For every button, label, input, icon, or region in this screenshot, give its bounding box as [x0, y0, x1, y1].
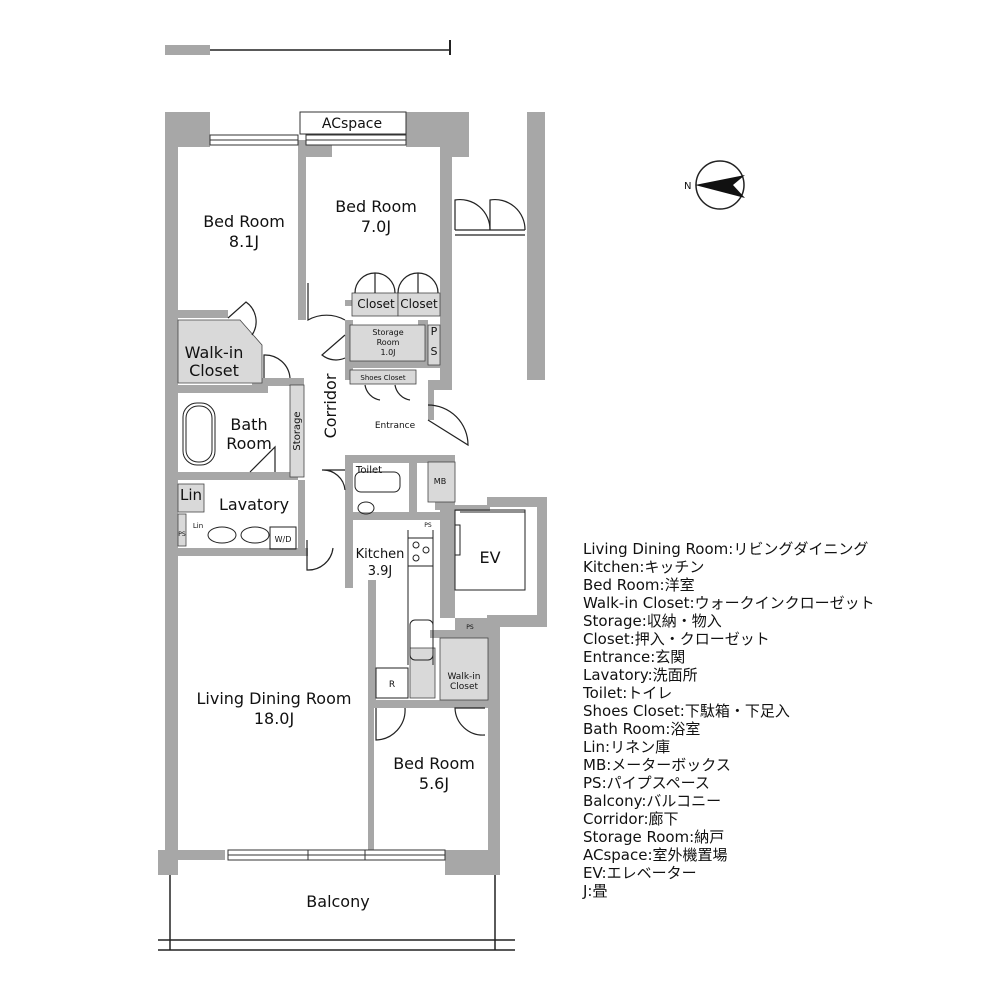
windows: [209, 111, 446, 861]
legend-item: Walk-in Closet:ウォークインクローゼット: [583, 594, 875, 612]
north-compass-icon: N: [684, 160, 745, 210]
walkin-closet-small-line1: Walk-in: [447, 672, 480, 682]
bedroom-2-name: Bed Room: [335, 197, 417, 216]
legend-item: Closet:押入・クローゼット: [583, 630, 770, 648]
kitchen-size: 3.9J: [368, 564, 393, 579]
elevator-label: EV: [479, 548, 500, 567]
fridge-fixture: [375, 667, 409, 699]
bedroom-1-name: Bed Room: [203, 212, 285, 231]
washer-dryer-label: W/D: [275, 535, 292, 544]
walkin-closet-line1: Walk-in: [185, 343, 244, 362]
legend-item: Living Dining Room:リビングダイニング: [583, 540, 869, 558]
kitchen-name: Kitchen: [356, 547, 405, 562]
stove: [407, 537, 434, 567]
balcony-outline: [158, 875, 515, 951]
top-wall-strip: [165, 40, 451, 55]
fridge-label: R: [389, 680, 395, 690]
entrance-label: Entrance: [375, 421, 416, 431]
closet-2-label: Closet: [400, 297, 438, 311]
legend-item: Storage Room:納戸: [583, 828, 725, 846]
exterior-walls: [158, 112, 547, 875]
ldk-name: Living Dining Room: [197, 689, 352, 708]
legend-item: ACspace:室外機置場: [583, 846, 728, 864]
corridor-label: Corridor: [321, 373, 340, 438]
legend-item: Lin:リネン庫: [583, 738, 671, 756]
door-swings: [227, 198, 526, 741]
legend-item: Shoes Closet:下駄箱・下足入: [583, 702, 790, 720]
legend-item: Toilet:トイレ: [583, 684, 673, 702]
pipe-space-2-label: PS: [466, 624, 474, 631]
legend-item: J:畳: [583, 882, 608, 900]
legend-item: Bath Room:浴室: [583, 720, 701, 738]
walkin-closet-small-line2: Closet: [450, 682, 479, 692]
pipe-space-1-label: PS: [424, 522, 432, 529]
bathtub: [182, 402, 216, 466]
lavatory-label: Lavatory: [219, 495, 289, 514]
meter-box-label: MB: [434, 477, 446, 486]
shaded-zones: [177, 292, 489, 701]
bedroom-3-size: 5.6J: [419, 774, 449, 793]
legend-item: Bed Room:洋室: [583, 576, 695, 594]
storage-room-line1: Storage: [372, 328, 403, 337]
wash-basin: [207, 526, 237, 544]
linen-small-label: Lin: [193, 522, 203, 530]
legend-item: Balcony:バルコニー: [583, 792, 722, 810]
bedroom-3-name: Bed Room: [393, 754, 475, 773]
walkin-closet-line2: Closet: [189, 361, 239, 380]
storage-room-size: 1.0J: [380, 348, 395, 357]
ldk-size: 18.0J: [254, 709, 294, 728]
legend-item: Entrance:玄関: [583, 648, 686, 666]
legend-item: Corridor:廊下: [583, 810, 679, 828]
toilet-fixture: [354, 471, 401, 493]
bath-room-line1: Bath: [230, 415, 267, 434]
storage-vertical-label: Storage: [292, 411, 303, 450]
linen-label: Lin: [180, 486, 202, 504]
shoes-closet-label: Shoes Closet: [360, 374, 405, 382]
closet-1-label: Closet: [357, 297, 395, 311]
pipe-space-vertical-p: P: [431, 325, 438, 338]
bedroom-1-size: 8.1J: [229, 232, 259, 251]
pipe-space-vertical-s: S: [431, 345, 438, 358]
storage-room-line2: Room: [377, 338, 400, 347]
legend-item: MB:メーターボックス: [583, 756, 731, 774]
balcony-label: Balcony: [306, 892, 369, 911]
legend-item: PS:パイプスペース: [583, 774, 710, 792]
legend-item: Storage:収納・物入: [583, 612, 722, 630]
bath-room-line2: Room: [226, 434, 272, 453]
legend-item: Kitchen:キッチン: [583, 558, 705, 576]
legend-item: Lavatory:洗面所: [583, 666, 698, 684]
pipe-space-3-label: PS: [178, 531, 186, 538]
fixtures: [182, 402, 526, 699]
bedroom-2-size: 7.0J: [361, 217, 391, 236]
acspace-label: ACspace: [322, 116, 382, 132]
toilet-label: Toilet: [355, 465, 382, 476]
compass-label: N: [684, 181, 691, 192]
legend-item: EV:エレベーター: [583, 864, 697, 882]
